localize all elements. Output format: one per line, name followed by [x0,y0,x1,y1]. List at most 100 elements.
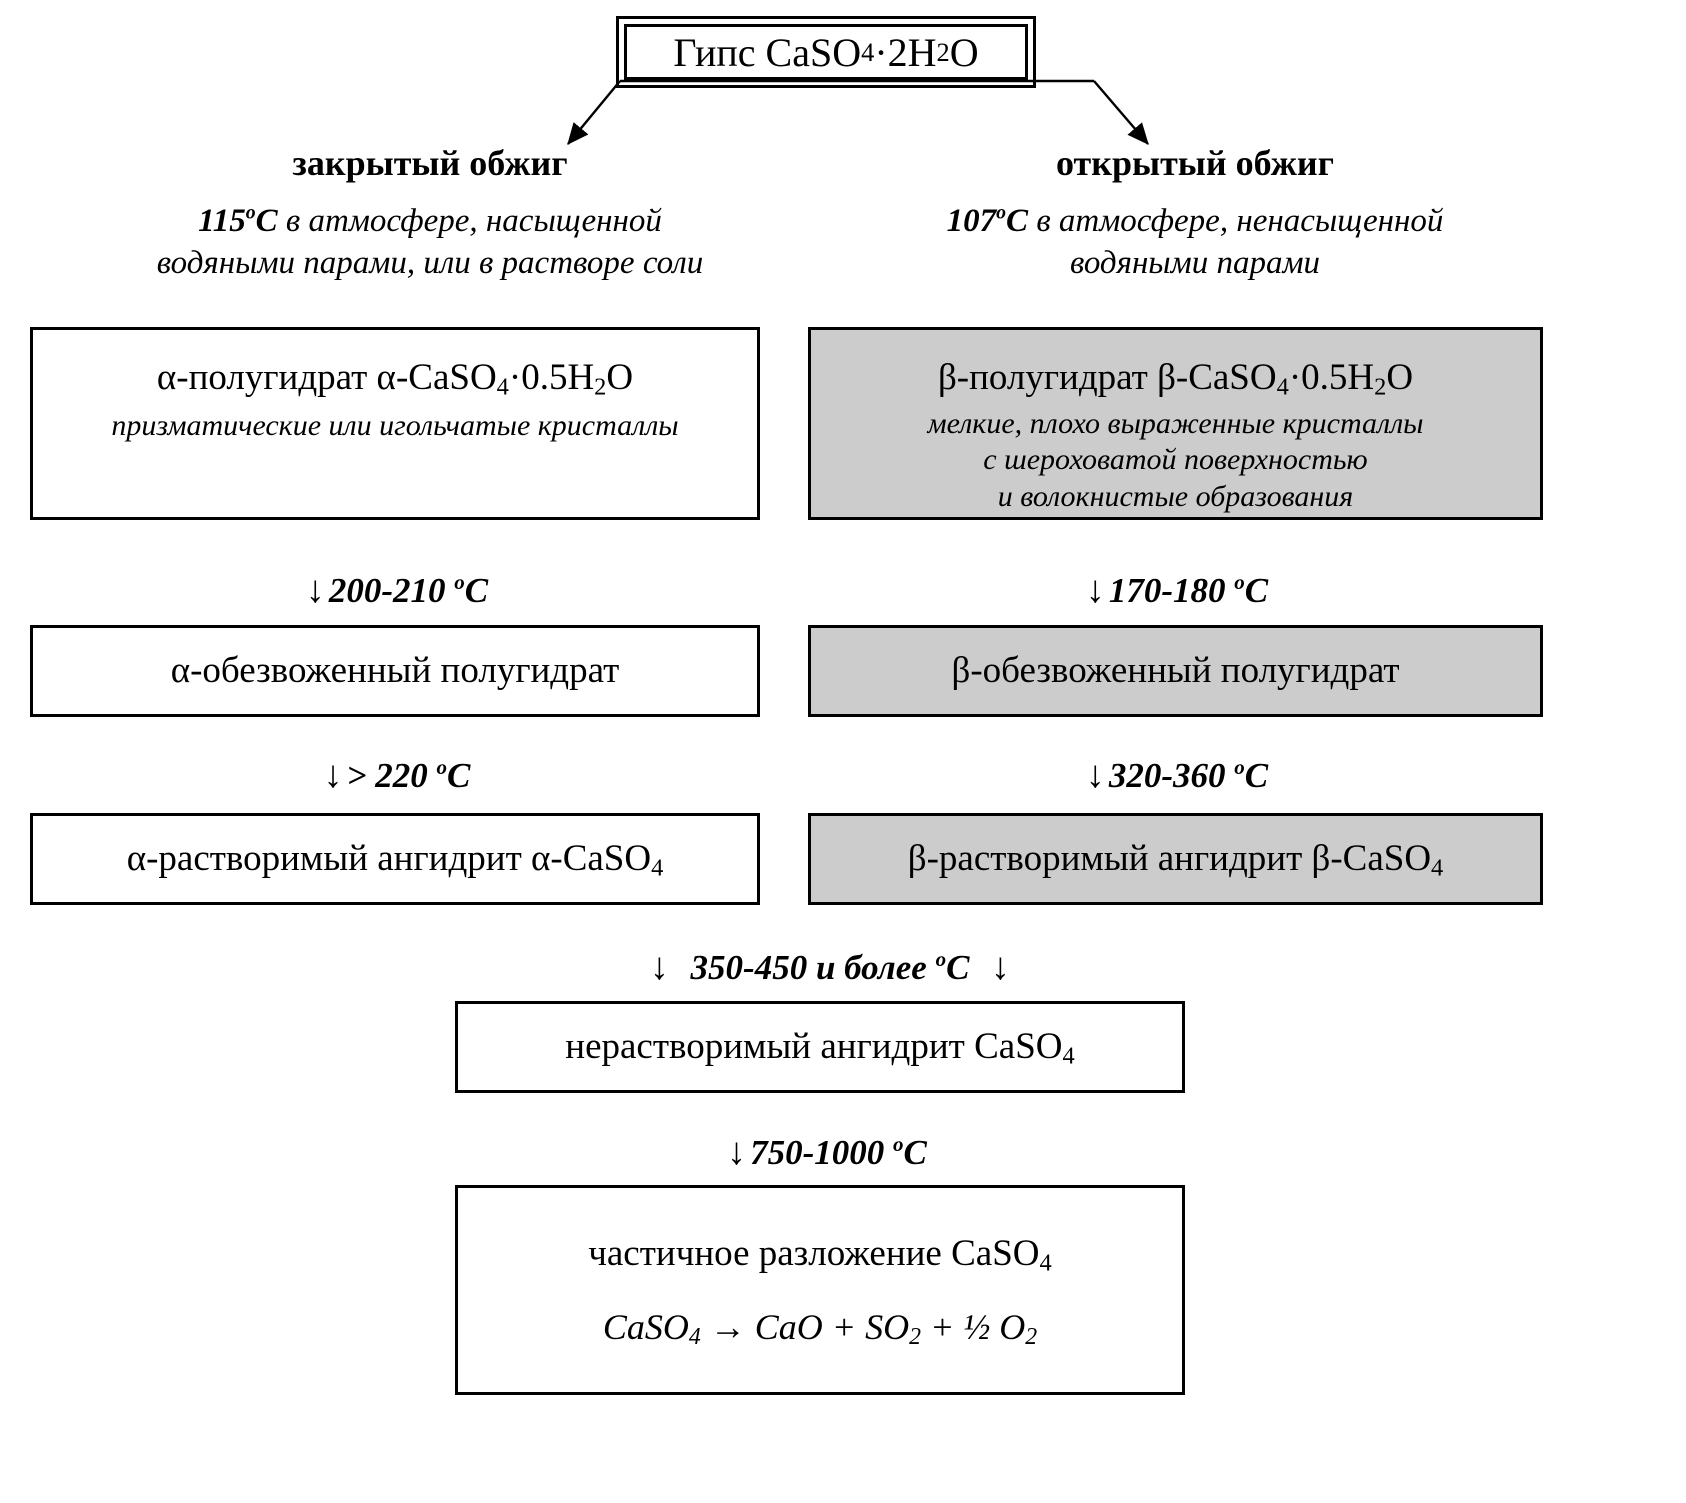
eq-reactant: CaSO [602,1306,689,1347]
step-merge-350-450: ↓ 350-450 и более oC ↓ [460,945,1200,989]
branch-heading-open: открытый обжиг [1056,143,1334,183]
open-temp-value: 107 [946,203,997,239]
step-alpha-2-unit: C [447,756,471,795]
alpha-title-a: α-полугидрат α-CaSO [156,357,497,398]
alpha-dehydrated-box: α-обезвоженный полугидрат [30,625,760,717]
alpha-sub-a: 4 [496,373,509,401]
decomposition-text: частичное разложение CaSO [588,1233,1040,1275]
beta-dehydrated-box: β-обезвоженный полугидрат [808,625,1543,717]
step-alpha-200-210: ↓200-210 oC [215,568,575,612]
beta-sub-a: 4 [1276,373,1289,401]
degree-mark: o [1234,569,1245,594]
step-beta-2-unit: C [1244,756,1269,795]
step-alpha-over-220: ↓> 220 oC [215,753,575,797]
alpha-sub-b: 2 [594,373,607,401]
down-arrow-icon: ↓ [990,946,1010,988]
open-condition-line2: водяными парами [1069,245,1321,282]
alpha-dehydrated-label: α-обезвоженный полугидрат [170,650,620,692]
decomposition-label: частичное разложение CaSO4 [588,1232,1051,1276]
beta-hemihydrate-box: β-полугидрат β-CaSO4·0.5H2O мелкие, плох… [808,327,1543,520]
step-alpha-1-temp: 200-210 [328,571,446,610]
branch-heading-closed: закрытый обжиг [292,143,568,183]
final-step-temp: 750-1000 [750,1133,885,1172]
step-beta-320-360: ↓320-360 oC [995,753,1355,797]
closed-degree-mark: o [245,201,256,224]
alpha-anh-text: α-растворимый ангидрит α-CaSO [126,838,652,880]
branch-conditions-open: 107oC в атмосфере, ненасыщенной водяными… [845,200,1545,284]
open-degree-unit: C [1006,203,1029,239]
final-step-unit: C [903,1133,927,1172]
insoluble-anhydrite-box: нерастворимый ангидрит CaSO4 [455,1001,1185,1093]
beta-desc-line1: мелкие, плохо выраженные кристаллы [927,406,1424,440]
insoluble-anhydrite-label: нерастворимый ангидрит CaSO4 [565,1025,1074,1069]
beta-anh-text: β-растворимый ангидрит β-CaSO [907,838,1432,880]
degree-mark: o [893,1131,904,1156]
step-beta-1-unit: C [1244,571,1269,610]
branch-conditions-closed: 115oC в атмосфере, насыщенной водяными п… [60,200,800,284]
step-beta-1-temp: 170-180 [1108,571,1226,610]
alpha-title-c: O [606,357,634,398]
degree-mark: o [454,569,465,594]
beta-desc-line2: с шероховатой поверхностью [983,443,1368,477]
decomposition-equation: CaSO4 → CaO + SO2 + ½ O2 [602,1306,1038,1351]
degree-mark: o [436,754,448,779]
degree-mark: o [935,946,947,971]
alpha-title-b: ·0.5H [508,357,595,398]
step-beta-2-temp: 320-360 [1108,756,1226,795]
step-final-750-1000: ↓750-1000 oC [460,1130,1190,1174]
insoluble-anh-text: нерастворимый ангидрит CaSO [565,1026,1063,1068]
alpha-hemihydrate-description: призматические или игольчатые кристаллы [111,408,679,442]
alpha-soluble-anhydrite-box: α-растворимый ангидрит α-CaSO4 [30,813,760,905]
step-alpha-1-unit: C [464,571,489,610]
insoluble-anh-sub: 4 [1062,1042,1075,1070]
down-arrow-icon: ↓ [323,754,343,796]
beta-title-a: β-полугидрат β-CaSO [937,357,1277,398]
gypsum-mid: ·2H [874,29,937,75]
branch-split-arrows [567,79,1149,145]
alpha-hemihydrate-title: α-полугидрат α-CaSO4·0.5H2O [157,356,633,400]
gypsum-tail: O [949,29,979,75]
open-condition-line1: в атмосфере, ненасыщенной [1036,203,1444,239]
gypsum-formula-name: Гипс CaSO [673,29,862,75]
down-arrow-icon: ↓ [1085,754,1105,796]
closed-condition-line2: водяными парами, или в растворе соли [156,245,704,282]
degree-mark: o [1234,754,1245,779]
decomposition-box: частичное разложение CaSO4 CaSO4 → CaO +… [455,1185,1185,1395]
eq-arrow-icon: → [700,1306,755,1347]
down-arrow-icon: ↓ [1085,569,1105,611]
closed-condition-line1: в атмосфере, насыщенной [285,203,662,239]
beta-dehydrated-label: β-обезвоженный полугидрат [951,650,1400,692]
merge-step-unit: C [946,948,970,987]
beta-title-b: ·0.5H [1288,357,1375,398]
eq-product2-sub: 2 [1025,1324,1038,1351]
step-beta-170-180: ↓170-180 oC [995,568,1355,612]
eq-half-coefficient: ½ [963,1306,991,1347]
beta-sub-b: 2 [1374,373,1387,401]
beta-hemihydrate-description: мелкие, плохо выраженные кристаллы с шер… [928,406,1424,516]
eq-reactant-sub: 4 [688,1324,701,1351]
beta-hemihydrate-title: β-полугидрат β-CaSO4·0.5H2O [938,356,1413,400]
beta-soluble-anhydrite-label: β-растворимый ангидрит β-CaSO4 [908,837,1444,881]
beta-soluble-anhydrite-box: β-растворимый ангидрит β-CaSO4 [808,813,1543,905]
down-arrow-icon: ↓ [650,946,670,988]
merge-step-temp: 350-450 и более [690,948,927,987]
beta-desc-line3: и волокнистые образования [997,479,1354,513]
alpha-hemihydrate-box: α-полугидрат α-CaSO4·0.5H2O призматическ… [30,327,760,520]
down-arrow-icon: ↓ [727,1131,747,1173]
closed-temp-value: 115 [198,203,246,239]
eq-product2: O [990,1306,1026,1347]
eq-product1: CaO + SO [754,1306,910,1347]
eq-product1-sub: 2 [909,1324,921,1351]
eq-plus: + [920,1306,964,1347]
alpha-soluble-anhydrite-label: α-растворимый ангидрит α-CaSO4 [127,837,664,881]
beta-anh-sub: 4 [1431,854,1444,882]
decomposition-sub: 4 [1039,1249,1052,1277]
step-alpha-2-temp: > 220 [346,756,428,795]
closed-degree-unit: C [255,203,278,239]
open-degree-mark: o [996,201,1007,224]
down-arrow-icon: ↓ [305,569,325,611]
alpha-anh-sub: 4 [651,854,664,882]
